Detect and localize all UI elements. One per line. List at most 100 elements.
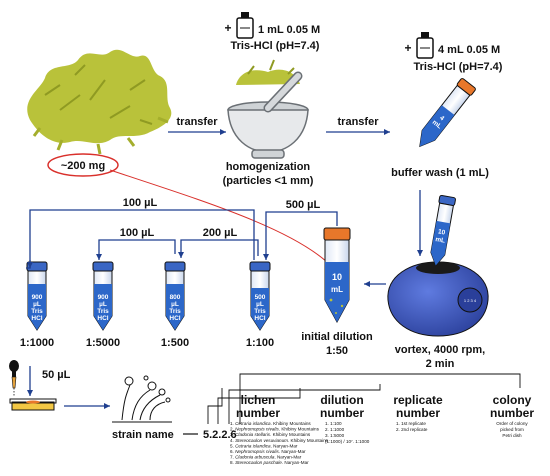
reagent-bottle-icon: +: [224, 12, 254, 39]
transfer-100b-label: 100 µL: [120, 227, 155, 239]
dilution-legend: dilution number 1. 1:100 2. 1:1000 3. 1:…: [320, 393, 370, 444]
colony-item: Order of colony: [496, 421, 528, 426]
svg-text:1 2 3 4: 1 2 3 4: [464, 298, 477, 303]
svg-text:HCl: HCl: [97, 315, 108, 322]
vortex-icon: 1 2 3 4: [387, 261, 489, 337]
buffer-wash-label: buffer wash (1 mL): [391, 167, 489, 179]
svg-text:HCl: HCl: [169, 315, 180, 322]
tube-icon: 900 µL Tris HCl: [26, 261, 48, 331]
homogenization-label: homogenization: [226, 161, 311, 173]
transfer-100a-bracket: [26, 209, 255, 269]
dilution-item: 1. 1:100: [325, 421, 342, 426]
fungus-icon: [112, 375, 172, 423]
replicate-legend-title-2: number: [396, 406, 440, 420]
colony-legend-title-1: colony: [493, 393, 532, 407]
dilution-item: (1:1000) / 10⁷. 1:1000: [325, 439, 370, 444]
strain-name-label: strain name: [112, 429, 174, 441]
initial-dilution-ratio: 1:50: [326, 345, 348, 357]
dropper-icon: [9, 360, 19, 396]
replicate-item: 2. 2nd replicate: [396, 427, 428, 432]
svg-text:mL: mL: [431, 119, 443, 131]
svg-text:Tris: Tris: [169, 308, 181, 315]
svg-text:HCl: HCl: [31, 315, 42, 322]
lichen-item: 6. Nephromopsis nivalis. Naryan-Mar: [230, 449, 306, 454]
dilution-item: 2. 1:1000: [325, 427, 345, 432]
svg-text:HCl: HCl: [254, 315, 265, 322]
svg-text:500: 500: [255, 294, 266, 301]
vortex-label-1: vortex, 4000 rpm,: [395, 344, 486, 356]
dilution-1-100: 1:100: [246, 337, 274, 349]
tube-icon: 500 µL Tris HCl: [249, 261, 271, 331]
transfer-100b-bracket: [96, 239, 176, 260]
lichen-item: 3. Cladonia stellaris. Khibiny Mountains: [230, 432, 311, 437]
dilution-legend-title-2: number: [320, 406, 364, 420]
svg-text:10: 10: [332, 272, 342, 282]
transfer-500-label: 500 µL: [286, 199, 321, 211]
dilution-legend-title-1: dilution: [320, 393, 363, 407]
lichen-item: 1. Cetraria islandica. Khibiny Mountains: [230, 421, 311, 426]
lichen-legend: lichen number 1. Cetraria islandica. Khi…: [230, 393, 329, 465]
svg-text:+: +: [404, 41, 411, 55]
tube-icon: 900 µL Tris HCl: [92, 261, 114, 331]
dilution-1-5000: 1:5000: [86, 337, 120, 349]
sample-mass-highlight: [47, 153, 119, 177]
svg-text:Tris: Tris: [97, 308, 109, 315]
replicate-bracket: [228, 384, 381, 424]
dilution-bracket: [217, 388, 301, 424]
particles-label: (particles <1 mm): [223, 175, 314, 187]
plating-volume-label: 50 µL: [42, 369, 71, 381]
lichen-item: 4. Stereocaulon vesuvianum. Khibiny Moun…: [230, 438, 329, 443]
svg-text:900: 900: [32, 294, 43, 301]
sample-mass-label: ~200 mg: [61, 160, 105, 172]
reagent-bottle-icon: +: [404, 32, 434, 59]
mortar-icon: [227, 59, 309, 159]
dilution-item: 3. 1:5000: [325, 433, 345, 438]
colony-legend-title-2: number: [490, 406, 534, 420]
colony-bracket: [239, 373, 521, 424]
lichen-item: 8. Stereocaulon paschale. Naryan-Mar: [230, 460, 309, 465]
svg-text:4: 4: [438, 115, 445, 123]
reagent-1-buffer: Tris-HCl (pH=7.4): [231, 40, 320, 52]
tube-icon: 10 mL: [430, 194, 456, 267]
svg-text:+: +: [224, 21, 231, 35]
svg-text:µL: µL: [33, 301, 41, 308]
replicate-legend-title-1: replicate: [393, 393, 443, 407]
transfer-label-1: transfer: [177, 116, 219, 128]
lichen-legend-title-1: lichen: [241, 393, 276, 407]
vortex-label-2: 2 min: [426, 358, 455, 370]
dilution-1-1000: 1:1000: [20, 337, 54, 349]
tube-icon: 800 µL Tris HCl: [164, 261, 186, 331]
lichen-item: 5. Cetraria islandica. Naryan-Mar: [230, 443, 298, 448]
lichen-item: 7. Cladonia arbuscula. Naryan-Mar: [230, 455, 302, 460]
lichen-legend-title-2: number: [236, 406, 280, 420]
replicate-item: 1. 1st replicate: [396, 421, 426, 426]
reagent-2-buffer: Tris-HCl (pH=7.4): [414, 61, 503, 73]
lichen-bracket: [207, 388, 223, 424]
svg-text:Tris: Tris: [31, 308, 43, 315]
svg-text:µL: µL: [256, 301, 264, 308]
transfer-500-bracket: [263, 211, 338, 260]
reagent-1-amount: 1 mL 0.05 M: [258, 24, 320, 36]
svg-text:µL: µL: [171, 301, 179, 308]
transfer-200-label: 200 µL: [203, 227, 238, 239]
svg-text:mL: mL: [435, 236, 446, 245]
lichen-item: 2. Nephromopsis nivalis. Khibiny Mountai…: [230, 427, 320, 432]
reagent-2-amount: 4 mL 0.05 M: [438, 44, 500, 56]
transfer-100a-label: 100 µL: [123, 197, 158, 209]
svg-text:10: 10: [437, 228, 446, 236]
svg-text:900: 900: [98, 294, 109, 301]
sample-mass-connector: [109, 169, 336, 271]
svg-text:µL: µL: [99, 301, 107, 308]
dilution-1-500: 1:500: [161, 337, 189, 349]
petri-dish-icon: [9, 398, 57, 411]
colony-legend: colony number Order of colony picked fro…: [490, 393, 534, 438]
svg-text:Tris: Tris: [254, 308, 266, 315]
transfer-label-2: transfer: [338, 116, 380, 128]
replicate-legend: replicate number 1. 1st replicate 2. 2nd…: [393, 393, 443, 432]
tube-icon: 10 mL: [323, 227, 351, 324]
svg-text:800: 800: [170, 294, 181, 301]
initial-dilution-label: initial dilution: [301, 331, 373, 343]
lichen-icon: [27, 49, 172, 155]
transfer-200-bracket: [178, 239, 259, 258]
